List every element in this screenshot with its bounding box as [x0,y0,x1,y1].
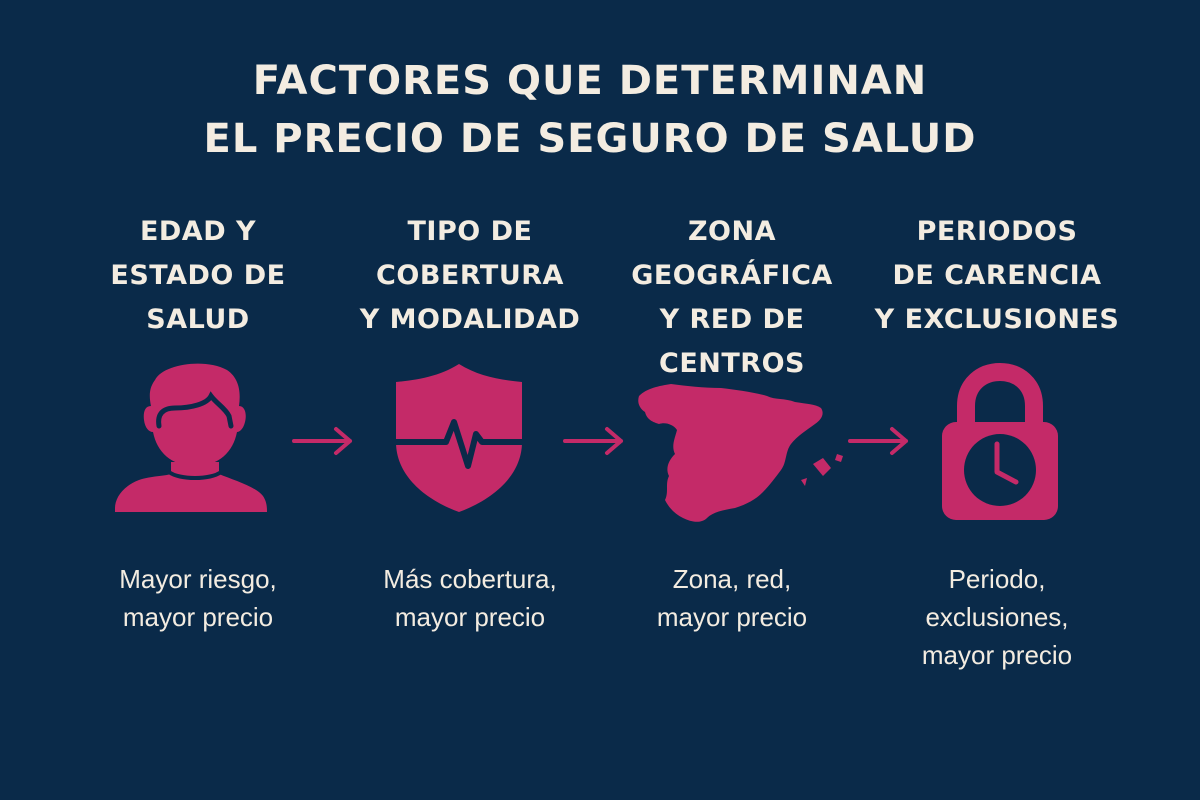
factor-description: Mayor riesgo, mayor precio [68,560,328,636]
heading-line: GEOGRÁFICA [631,260,833,291]
heading-line: Y MODALIDAD [359,304,581,335]
arrow-right-icon [292,427,352,455]
description-line: Mayor riesgo, [119,564,277,594]
arrow-right-icon [848,427,908,455]
description-line: Más cobertura, [383,564,557,594]
description-line: mayor precio [122,602,274,632]
factor-heading: EDAD Y ESTADO DE SALUD [68,210,328,386]
shield-heartbeat-icon [389,364,530,512]
description-line: mayor precio [656,602,808,632]
factor-geographic-zone: ZONA GEOGRÁFICA Y RED DE CENTROS [602,210,862,386]
heading-line: Y EXCLUSIONES [874,304,1120,335]
heading-line: PERIODOS [916,216,1078,247]
factor-description: Zona, red, mayor precio [602,560,862,636]
factor-coverage-type: TIPO DE COBERTURA Y MODALIDAD [340,210,600,386]
description-line: exclusiones, [925,602,1069,632]
factor-age-health: EDAD Y ESTADO DE SALUD [68,210,328,386]
heading-line: EDAD Y [139,216,257,247]
description-line: Zona, red, [672,564,792,594]
heading-line: Y RED DE [659,304,805,335]
title-line-2: EL PRECIO DE SEGURO DE SALUD [203,116,977,162]
factor-description: Periodo, exclusiones, mayor precio [867,560,1127,674]
description-line: mayor precio [394,602,546,632]
heading-line: COBERTURA [376,260,564,291]
person-icon [115,363,267,512]
heading-line: ESTADO DE [110,260,286,291]
spain-map-icon [638,384,843,522]
heading-line: TIPO DE [407,216,533,247]
heading-line: CENTROS [659,348,805,379]
description-line: Periodo, [948,564,1046,594]
heading-line: SALUD [146,304,250,335]
description-line: mayor precio [921,640,1073,670]
factor-heading: TIPO DE COBERTURA Y MODALIDAD [340,210,600,386]
factor-waiting-periods: PERIODOS DE CARENCIA Y EXCLUSIONES [867,210,1127,386]
heading-line: DE CARENCIA [892,260,1102,291]
factor-description: Más cobertura, mayor precio [340,560,600,636]
arrow-right-icon [563,427,623,455]
heading-line: ZONA [687,216,777,247]
padlock-clock-icon [942,362,1058,520]
factor-heading: ZONA GEOGRÁFICA Y RED DE CENTROS [602,210,862,386]
page-title: FACTORES QUE DETERMINAN EL PRECIO DE SEG… [0,52,1200,168]
title-line-1: FACTORES QUE DETERMINAN [252,58,928,104]
factor-heading: PERIODOS DE CARENCIA Y EXCLUSIONES [867,210,1127,386]
